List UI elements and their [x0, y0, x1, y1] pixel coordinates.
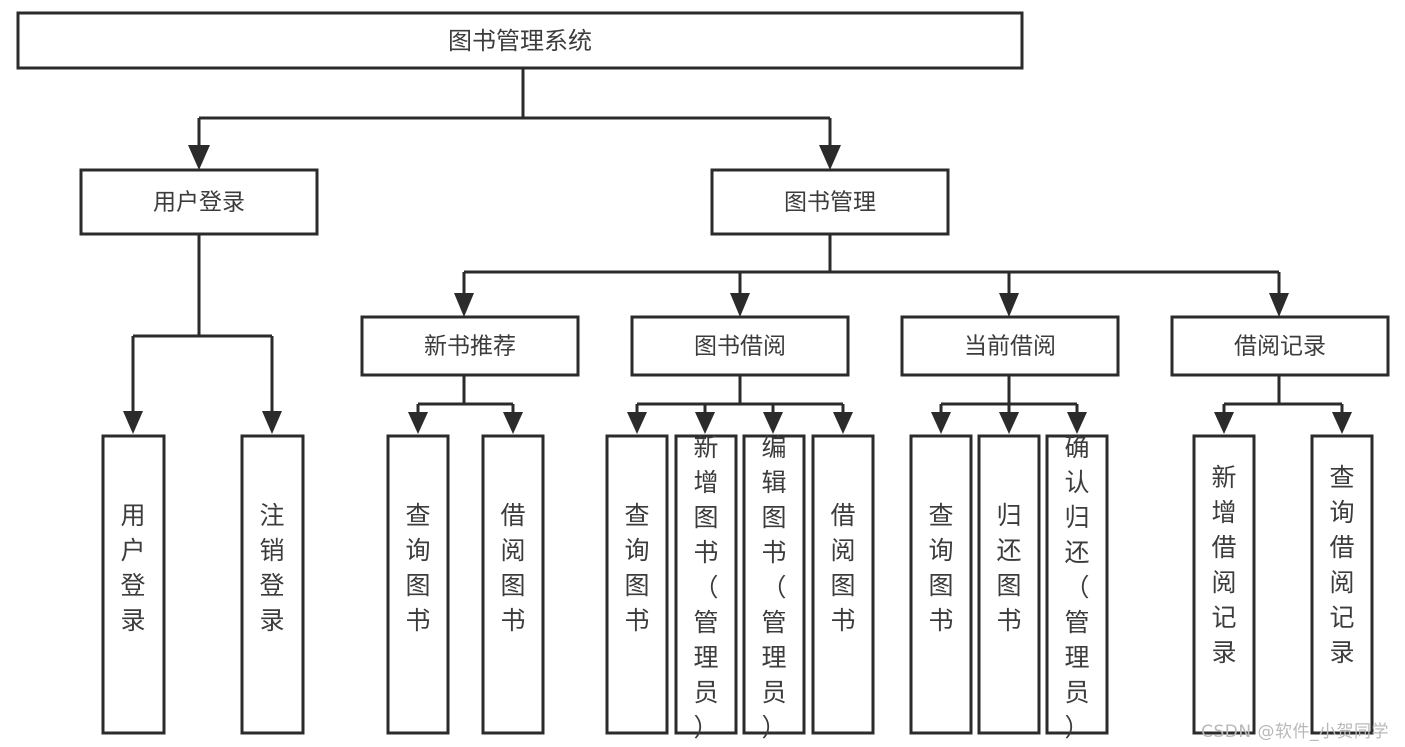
node-leaf-user-login-label: 用户登录 — [120, 501, 145, 635]
node-borrow-record-box[interactable] — [1170, 315, 1390, 377]
arrowhead-leaf-query-book-3 — [931, 412, 951, 434]
node-current-borrow[interactable]: 当前借阅 — [900, 315, 1120, 377]
node-leaf-query-book-1-label: 查询图书 — [405, 501, 430, 635]
node-leaf-query-book-3[interactable]: 查询图书 — [909, 434, 973, 735]
node-borrow-record-label: 借阅记录 — [1234, 334, 1326, 360]
node-leaf-query-book-1-box[interactable] — [386, 434, 450, 735]
node-leaf-add-record-box[interactable] — [1192, 434, 1256, 735]
node-user-login-label: 用户登录 — [153, 190, 245, 216]
node-leaf-add-record-label: 新增借阅记录 — [1211, 463, 1236, 667]
node-current-borrow-label: 当前借阅 — [964, 334, 1056, 360]
node-book-manage-label: 图书管理 — [784, 190, 876, 216]
node-leaf-add-book[interactable]: 新增图书（管理员） — [674, 433, 738, 742]
node-leaf-logout[interactable]: 注销登录 — [240, 434, 305, 735]
node-leaf-query-record[interactable]: 查询借阅记录 — [1310, 434, 1374, 735]
arrowhead-book-manage — [819, 145, 841, 170]
node-leaf-logout-label: 注销登录 — [259, 501, 284, 635]
node-leaf-borrow-book-2-label: 借阅图书 — [830, 501, 855, 635]
node-leaf-add-record[interactable]: 新增借阅记录 — [1192, 434, 1256, 735]
arrowhead-leaf-borrow-book-2 — [833, 412, 853, 434]
node-user-login-box[interactable] — [79, 168, 319, 236]
node-leaf-query-book-2-label: 查询图书 — [624, 501, 649, 635]
node-leaf-query-record-box[interactable] — [1310, 434, 1374, 735]
arrowhead-leaf-add-record — [1214, 412, 1234, 434]
node-new-book-rec[interactable]: 新书推荐 — [360, 315, 580, 377]
connectors — [123, 68, 1352, 434]
arrowhead-leaf-query-record — [1332, 412, 1352, 434]
node-leaf-return-book-box[interactable] — [977, 434, 1041, 735]
arrowhead-leaf-borrow-book-1 — [503, 412, 523, 434]
node-leaf-query-book-2-box[interactable] — [605, 434, 669, 735]
arrowhead-user-login — [188, 145, 210, 170]
node-leaf-user-login[interactable]: 用户登录 — [101, 434, 166, 735]
arrowhead-leaf-user-login — [123, 411, 143, 434]
node-book-borrow-label: 图书借阅 — [694, 334, 786, 360]
arrowhead-leaf-edit-book — [763, 412, 783, 434]
node-book-manage-box[interactable] — [710, 168, 950, 236]
node-book-borrow-box[interactable] — [630, 315, 850, 377]
node-root-label: 图书管理系统 — [448, 27, 592, 55]
csdn-watermark: CSDN @软件_小贺同学 — [1201, 722, 1389, 742]
node-leaf-add-book-box[interactable] — [674, 434, 738, 735]
node-leaf-borrow-book-1[interactable]: 借阅图书 — [481, 434, 545, 735]
node-book-manage[interactable]: 图书管理 — [710, 168, 950, 236]
node-user-login[interactable]: 用户登录 — [79, 168, 319, 236]
node-leaf-borrow-book-1-label: 借阅图书 — [500, 501, 525, 635]
arrowhead-leaf-confirm-return — [1067, 412, 1087, 434]
arrowhead-book-borrow — [730, 293, 750, 317]
node-leaf-borrow-book-2[interactable]: 借阅图书 — [811, 434, 875, 735]
arrowhead-leaf-query-book-2 — [627, 412, 647, 434]
node-new-book-rec-label: 新书推荐 — [424, 334, 516, 360]
arrowhead-current-borrow — [999, 293, 1019, 317]
node-leaf-query-record-label: 查询借阅记录 — [1329, 463, 1354, 667]
node-leaf-add-book-label: 新增图书（管理员） — [693, 433, 718, 742]
arrowhead-leaf-add-book — [695, 412, 715, 434]
node-leaf-confirm-return[interactable]: 确认归还（管理员） — [1045, 433, 1109, 742]
node-leaf-user-login-box[interactable] — [101, 434, 166, 735]
node-leaf-query-book-2[interactable]: 查询图书 — [605, 434, 669, 735]
arrowhead-leaf-query-book-1 — [408, 412, 428, 434]
node-leaf-edit-book-box[interactable] — [742, 434, 806, 735]
node-leaf-confirm-return-label: 确认归还（管理员） — [1064, 433, 1089, 742]
node-book-borrow[interactable]: 图书借阅 — [630, 315, 850, 377]
arrowhead-leaf-logout — [262, 411, 282, 434]
arrowhead-leaf-return-book — [999, 412, 1019, 434]
node-leaf-query-book-3-label: 查询图书 — [928, 501, 953, 635]
arrowhead-borrow-record — [1269, 293, 1289, 317]
node-leaf-borrow-book-2-box[interactable] — [811, 434, 875, 735]
node-leaf-borrow-book-1-box[interactable] — [481, 434, 545, 735]
node-borrow-record[interactable]: 借阅记录 — [1170, 315, 1390, 377]
node-leaf-return-book-label: 归还图书 — [996, 501, 1021, 635]
node-leaf-confirm-return-box[interactable] — [1045, 434, 1109, 735]
arrowhead-new-book-rec — [454, 293, 474, 317]
node-leaf-return-book[interactable]: 归还图书 — [977, 434, 1041, 735]
node-new-book-rec-box[interactable] — [360, 315, 580, 377]
node-root[interactable]: 图书管理系统 — [16, 11, 1024, 70]
node-leaf-logout-box[interactable] — [240, 434, 305, 735]
node-current-borrow-box[interactable] — [900, 315, 1120, 377]
node-leaf-query-book-1[interactable]: 查询图书 — [386, 434, 450, 735]
node-leaf-edit-book-label: 编辑图书（管理员） — [761, 433, 786, 742]
node-leaf-query-book-3-box[interactable] — [909, 434, 973, 735]
node-root-box[interactable] — [16, 11, 1024, 70]
node-leaf-edit-book[interactable]: 编辑图书（管理员） — [742, 433, 806, 742]
